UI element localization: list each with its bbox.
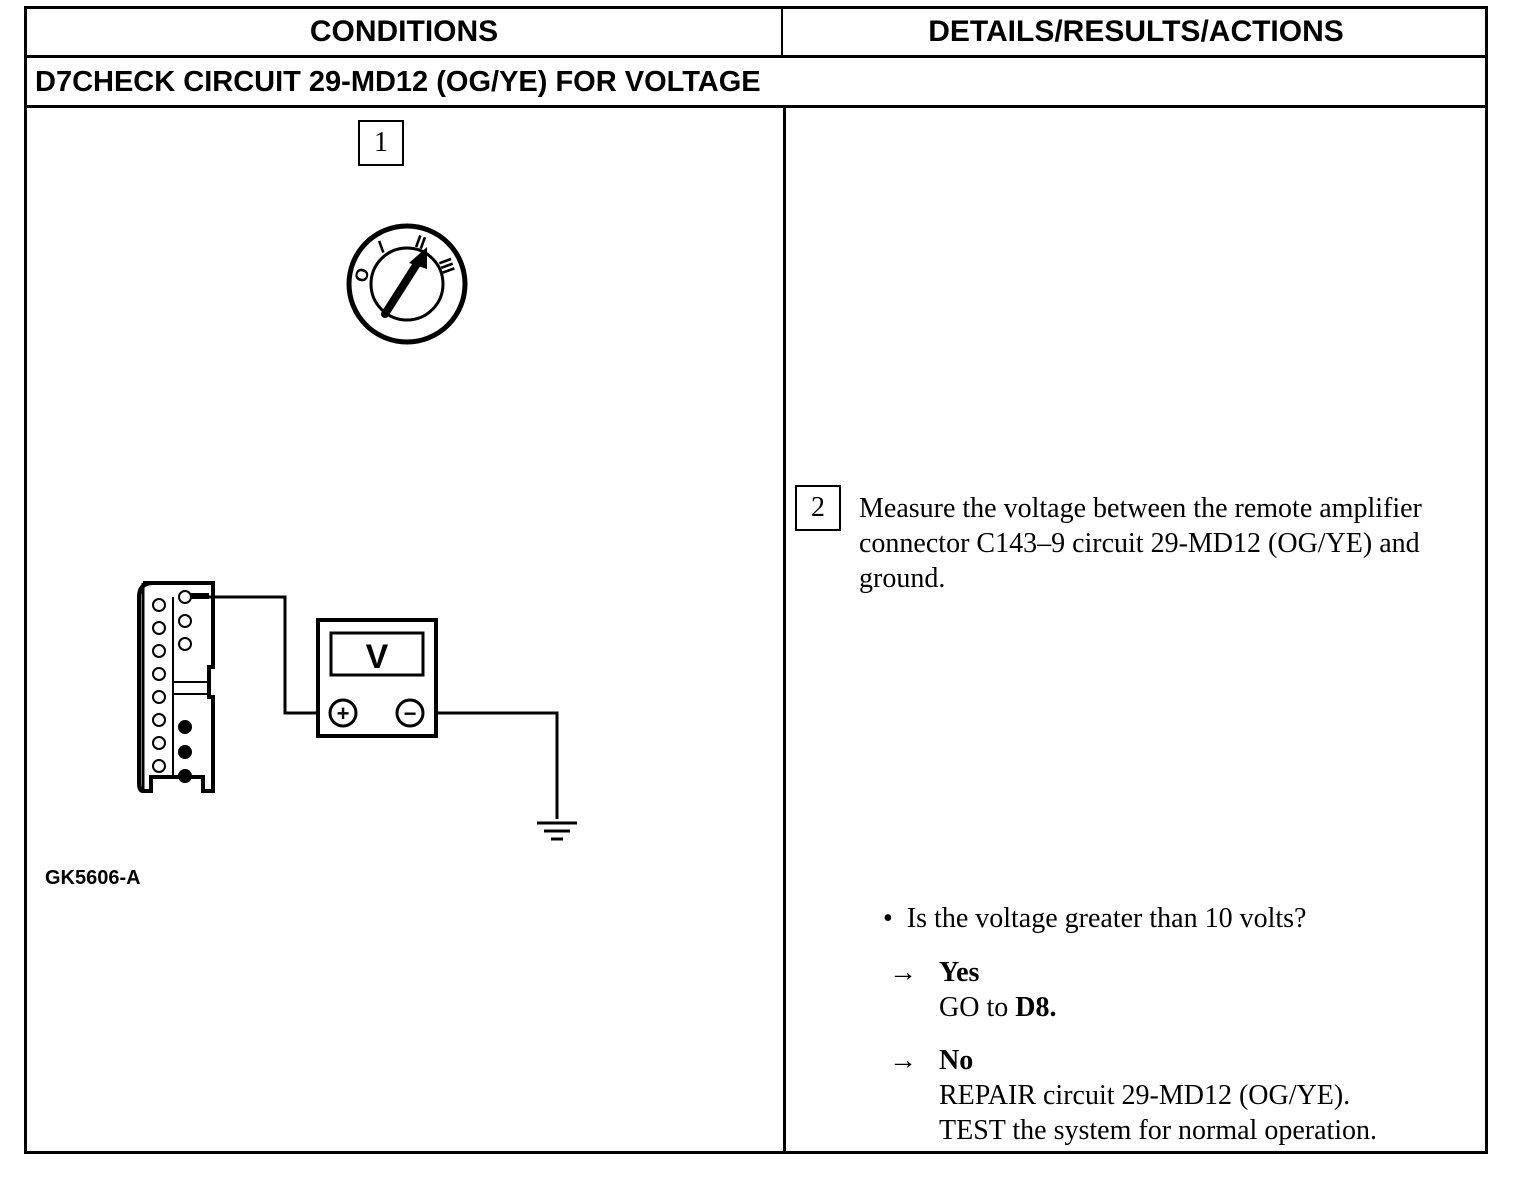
wiring-diagram — [205, 595, 559, 819]
goto-target: D8. — [1015, 992, 1057, 1023]
ignition-switch-icon: O I II III — [346, 223, 468, 345]
connector-c143-icon — [137, 581, 215, 793]
step-id: D7 — [35, 65, 73, 98]
answer-yes-action: GO to D8. — [939, 992, 1057, 1023]
diagnostic-table: CONDITIONS DETAILS/RESULTS/ACTIONS D7 CH… — [24, 6, 1488, 1154]
column-divider-top — [781, 9, 783, 55]
answer-yes: → Yes GO to D8. — [889, 955, 1056, 1025]
step-2-box: 2 — [795, 485, 841, 531]
ignition-label-start: III — [435, 255, 459, 276]
answer-no-repair: REPAIR circuit 29-MD12 (OG/YE). — [939, 1080, 1351, 1111]
arrow-icon: → — [889, 1045, 917, 1076]
voltmeter-icon: V + − — [316, 618, 438, 738]
answer-no-label: No — [939, 1045, 974, 1076]
answer-yes-label: Yes — [939, 957, 980, 988]
step-title-text: CHECK CIRCUIT 29-MD12 (OG/YE) FOR VOLTAG… — [72, 65, 761, 98]
plus-terminal-label: + — [337, 701, 350, 726]
header-divider — [27, 55, 1485, 58]
figure-code: GK5606-A — [45, 867, 141, 889]
question-text: Is the voltage greater than 10 volts? — [906, 903, 1307, 934]
answer-no-test: TEST the system for normal operation. — [939, 1115, 1378, 1146]
ignition-label-acc: I — [376, 237, 388, 258]
minus-terminal-label: − — [404, 701, 417, 726]
ignition-label-off: O — [351, 266, 374, 285]
ground-icon — [537, 821, 577, 841]
answer-no: → No REPAIR circuit 29-MD12 (OG/YE). TES… — [889, 1043, 1377, 1148]
question: • Is the voltage greater than 10 volts? — [883, 903, 1306, 935]
details-header: DETAILS/RESULTS/ACTIONS — [928, 15, 1344, 48]
measure-instruction: Measure the voltage between the remote a… — [859, 493, 1422, 594]
arrow-icon: → — [889, 957, 917, 988]
title-divider — [27, 105, 1485, 108]
bullet: • — [883, 903, 893, 934]
conditions-header: CONDITIONS — [309, 15, 499, 48]
column-divider-body — [783, 108, 786, 1154]
step-1-box: 1 — [358, 120, 404, 166]
step-title: D7 CHECK CIRCUIT 29-MD12 (OG/YE) FOR VOL… — [35, 59, 761, 105]
voltmeter-label: V — [366, 638, 389, 676]
